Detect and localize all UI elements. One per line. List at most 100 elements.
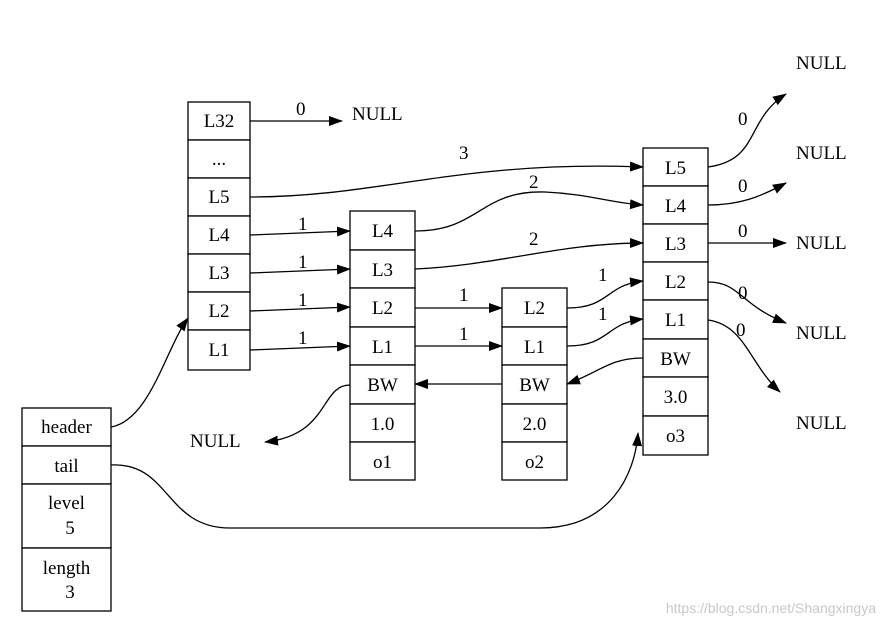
svg-text:o2: o2: [525, 452, 544, 473]
span-header-l1: 1: [298, 328, 308, 349]
header-node: L32 ... L5 L4 L3 L2 L1: [187, 101, 251, 371]
null-o1-backward: NULL: [190, 431, 241, 452]
svg-text:1.0: 1.0: [371, 414, 395, 435]
span-header-l2: 1: [298, 290, 308, 311]
node-o2-obj: o2: [501, 441, 568, 481]
svg-text:L2: L2: [208, 301, 229, 322]
node-o3-level-l4: L4: [642, 185, 709, 225]
span-o1-l4: 2: [529, 172, 539, 193]
node-o2-level-l2: L2: [501, 287, 568, 328]
header-level-l2: L2: [187, 291, 251, 331]
span-o3-l2: 0: [738, 283, 748, 304]
edge-o1-backward: [264, 384, 351, 446]
svg-text:L4: L4: [665, 196, 687, 217]
svg-text:BW: BW: [367, 375, 398, 396]
span-o3-l3: 0: [738, 221, 748, 242]
zskiplist-header-label: header: [41, 417, 92, 438]
zskiplist-tail-cell: tail: [21, 445, 112, 485]
span-o3-l1: 0: [736, 320, 746, 341]
edge-zsl-tail: [110, 432, 643, 529]
null-o3-l3: NULL: [796, 233, 847, 254]
header-level-l3: L3: [187, 253, 251, 293]
null-header-l32: NULL: [352, 104, 403, 125]
header-level-l4: L4: [187, 215, 251, 255]
edge-o3-l2: [707, 281, 787, 324]
zskiplist-length-value: 3: [65, 582, 75, 603]
node-o2-level-l1: L1: [501, 326, 568, 366]
svg-text:L4: L4: [372, 221, 394, 242]
edge-header-l5: [249, 161, 644, 198]
node-o3-obj: o3: [642, 415, 709, 456]
svg-text:BW: BW: [660, 349, 691, 370]
svg-text:L3: L3: [665, 234, 686, 255]
header-level-l1: L1: [187, 329, 251, 371]
span-o1-l2: 1: [459, 285, 469, 306]
svg-text:o3: o3: [666, 426, 685, 447]
node-o3-backward: BW: [642, 338, 709, 378]
edge-o2-l2: [566, 277, 644, 309]
zskiplist-level-cell: level 5: [21, 483, 112, 549]
svg-text:L4: L4: [208, 225, 230, 246]
span-o1-l1: 1: [459, 324, 469, 345]
header-level-l32: L32: [187, 101, 251, 141]
node-o3-level-l2: L2: [642, 261, 709, 301]
node-o1-level-l4: L4: [349, 210, 416, 251]
node-o1-score: 1.0: [349, 403, 416, 443]
span-o2-l1: 1: [598, 304, 608, 325]
svg-text:L32: L32: [204, 111, 235, 132]
node-o3-score: 3.0: [642, 376, 709, 417]
svg-text:L1: L1: [208, 340, 229, 361]
edge-o1-l4: [414, 191, 644, 232]
edge-header-l2: [249, 302, 351, 313]
edge-o1-l3: [414, 238, 644, 270]
edge-o2-l1: [566, 315, 644, 347]
svg-text:BW: BW: [519, 375, 550, 396]
edge-header-l3: [249, 264, 351, 275]
zskiplist-header-cell: header: [21, 407, 112, 447]
node-o3-level-l5: L5: [642, 147, 709, 187]
null-o3-l4: NULL: [796, 143, 847, 164]
edge-header-l1: [249, 341, 351, 352]
node-o2-score: 2.0: [501, 403, 568, 443]
edge-o3-l5: [707, 93, 787, 168]
node-o3-level-l1: L1: [642, 299, 709, 340]
node-o2-backward: BW: [501, 364, 568, 405]
span-header-l32: 0: [296, 99, 306, 120]
svg-text:L5: L5: [665, 158, 686, 179]
node-o2: L2 L1 BW 2.0 o2: [501, 287, 568, 481]
edge-o3-backward: [566, 357, 644, 385]
edge-header-l4: [249, 226, 351, 237]
edge-o3-l1: [707, 319, 781, 393]
svg-text:L1: L1: [665, 310, 686, 331]
node-o3: L5 L4 L3 L2 L1 BW 3.0 o3: [642, 147, 709, 456]
span-o1-l3: 2: [529, 229, 539, 250]
zskiplist-level-value: 5: [65, 518, 75, 539]
node-o1-backward: BW: [349, 364, 416, 405]
edge-o3-l4: [707, 182, 787, 206]
svg-text:L3: L3: [208, 263, 229, 284]
span-header-l4: 1: [298, 214, 308, 235]
header-level-l5: L5: [187, 177, 251, 217]
node-o3-level-l3: L3: [642, 223, 709, 263]
svg-text:L1: L1: [372, 337, 393, 358]
svg-text:L5: L5: [208, 187, 229, 208]
svg-text:L3: L3: [372, 260, 393, 281]
svg-text:L2: L2: [524, 298, 545, 319]
null-o3-l5: NULL: [796, 53, 847, 74]
zskiplist-level-label: level: [48, 493, 85, 514]
svg-text:L2: L2: [665, 272, 686, 293]
zskiplist-struct: header tail level 5 length 3: [21, 407, 112, 612]
node-o1-level-l2: L2: [349, 287, 416, 328]
null-o3-l1: NULL: [796, 413, 847, 434]
svg-text:...: ...: [212, 149, 226, 170]
span-header-l3: 1: [298, 252, 308, 273]
svg-text:L1: L1: [524, 337, 545, 358]
node-o1: L4 L3 L2 L1 BW 1.0 o1: [349, 210, 416, 481]
span-header-l5: 3: [459, 143, 469, 164]
svg-text:L2: L2: [372, 298, 393, 319]
span-o3-l5: 0: [738, 109, 748, 130]
svg-text:3.0: 3.0: [664, 387, 688, 408]
svg-text:o1: o1: [373, 452, 392, 473]
null-o3-l2: NULL: [796, 323, 847, 344]
